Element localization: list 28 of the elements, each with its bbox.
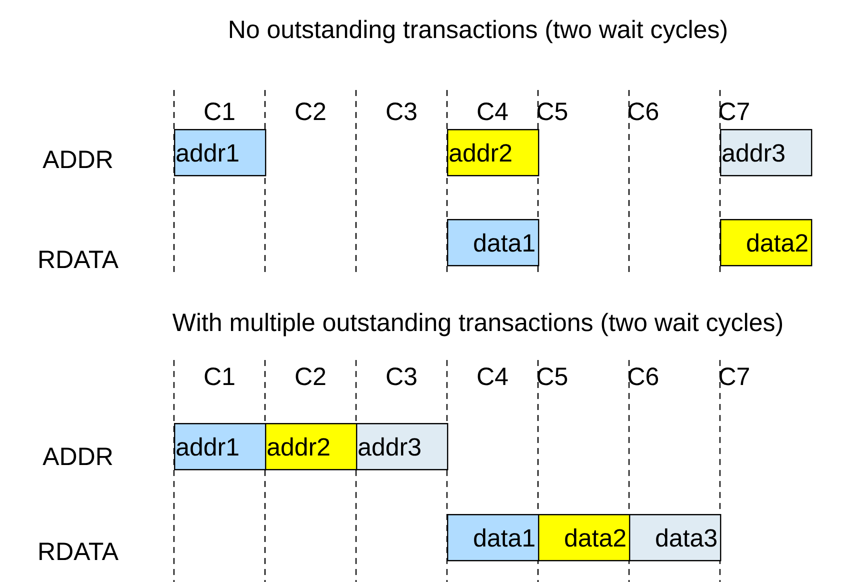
- signal-box: addr3: [720, 129, 812, 176]
- signal-box: data2: [720, 219, 812, 266]
- signal-box: addr2: [265, 423, 358, 470]
- panel-title: With multiple outstanding transactions (two wait cycles): [172, 312, 782, 336]
- signal-box: addr1: [174, 129, 266, 176]
- cycle-label: C5: [537, 102, 568, 120]
- signal-name: ADDR: [42, 448, 112, 465]
- cycle-label: C7: [719, 368, 749, 386]
- cycle-label: C3: [386, 102, 416, 120]
- signal-box: addr1: [174, 423, 266, 470]
- signal-name: ADDR: [42, 150, 112, 168]
- cycle-label: C3: [386, 368, 416, 386]
- signal-box: data2: [538, 514, 630, 562]
- signal-box: addr2: [447, 129, 540, 176]
- panel-title: No outstanding transactions (two wait cycles): [230, 20, 726, 44]
- cycle-label: C2: [296, 102, 326, 120]
- cycle-label: C4: [478, 368, 508, 386]
- cycle-label: C6: [628, 368, 658, 386]
- cycle-label: C2: [296, 368, 326, 386]
- cycle-label: C5: [537, 368, 568, 386]
- signal-box: data3: [629, 514, 722, 562]
- signal-box: data1: [447, 219, 540, 266]
- signal-box: data1: [447, 514, 540, 562]
- cycle-label: C1: [204, 368, 234, 386]
- signal-name: RDATA: [40, 542, 118, 560]
- cycle-label: C6: [628, 102, 658, 120]
- signal-box: addr3: [356, 423, 448, 470]
- signal-name: RDATA: [40, 250, 118, 268]
